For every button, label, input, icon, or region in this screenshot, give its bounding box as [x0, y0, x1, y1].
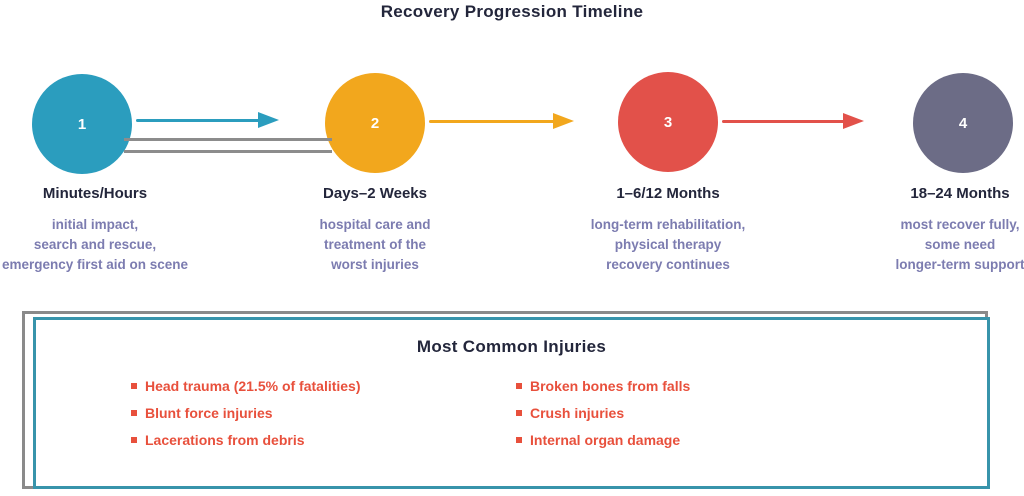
arrow-line-2	[429, 120, 557, 123]
stage-number: 3	[663, 113, 673, 131]
bullet-square-icon	[131, 410, 137, 416]
stage-line: physical therapy	[614, 237, 722, 252]
arrow-head-icon	[258, 112, 279, 128]
stage-circle-4: 4	[913, 73, 1013, 173]
stage-circle-2: 2	[325, 73, 425, 173]
bullet-square-icon	[516, 410, 522, 416]
bullet-square-icon	[131, 437, 137, 443]
injuries-left-column: Head trauma (21.5% of fatalities) Blunt …	[131, 378, 361, 459]
bullet-text: Broken bones from falls	[530, 378, 691, 394]
stage-heading: Minutes/Hours	[42, 185, 148, 202]
stage-line: treatment of the	[323, 237, 426, 252]
list-item: Blunt force injuries	[131, 405, 361, 421]
list-item: Internal organ damage	[516, 432, 690, 448]
bullet-square-icon	[516, 437, 522, 443]
stage-label-4: 18–24 Months most recover fully, some ne…	[860, 185, 1024, 275]
stage-circle-1: 1	[32, 74, 132, 174]
bullet-square-icon	[516, 383, 522, 389]
bullet-text: Lacerations from debris	[145, 432, 305, 448]
stage-label-2: Days–2 Weeks hospital care and treatment…	[275, 185, 475, 275]
stage-line: long-term rehabilitation,	[590, 217, 746, 232]
arrow-line-1	[136, 119, 262, 122]
bullet-text: Internal organ damage	[530, 432, 681, 448]
list-item: Crush injuries	[516, 405, 690, 421]
stage-label-1: Minutes/Hours initial impact, search and…	[0, 185, 195, 275]
stage-number: 4	[958, 114, 968, 132]
stage-heading: Days–2 Weeks	[323, 185, 427, 202]
connector-line	[124, 138, 332, 141]
stage-circle-3: 3	[618, 72, 718, 172]
bullet-text: Blunt force injuries	[145, 405, 273, 421]
bullet-square-icon	[131, 383, 137, 389]
injuries-box: Most Common Injuries Head trauma (21.5% …	[33, 317, 990, 489]
list-item: Head trauma (21.5% of fatalities)	[131, 378, 361, 394]
arrow-head-icon	[553, 113, 574, 129]
arrow-line-3	[722, 120, 847, 123]
list-item: Broken bones from falls	[516, 378, 690, 394]
injuries-box-heading: Most Common Injuries	[416, 337, 607, 356]
stage-line: hospital care and	[319, 217, 431, 232]
stage-label-3: 1–6/12 Months long-term rehabilitation, …	[568, 185, 768, 275]
list-item: Lacerations from debris	[131, 432, 361, 448]
arrow-head-icon	[843, 113, 864, 129]
stage-line: worst injuries	[331, 257, 419, 272]
connector-line	[124, 150, 332, 153]
stage-line: emergency first aid on scene	[1, 257, 189, 272]
page-title: Recovery Progression Timeline	[380, 2, 644, 21]
stage-heading: 18–24 Months	[910, 185, 1010, 202]
stage-line: recovery continues	[606, 257, 730, 272]
stage-line: most recover fully,	[900, 217, 1020, 232]
injuries-right-column: Broken bones from falls Crush injuries I…	[516, 378, 690, 459]
stage-line: initial impact,	[51, 217, 139, 232]
stage-heading: 1–6/12 Months	[616, 185, 720, 202]
stage-line: longer-term support	[895, 257, 1024, 272]
stage-line: some need	[924, 237, 996, 252]
stage-line: search and rescue,	[33, 237, 157, 252]
bullet-text: Crush injuries	[530, 405, 625, 421]
stage-number: 1	[77, 115, 87, 133]
stage-number: 2	[370, 114, 380, 132]
bullet-text: Head trauma (21.5% of fatalities)	[145, 378, 361, 394]
